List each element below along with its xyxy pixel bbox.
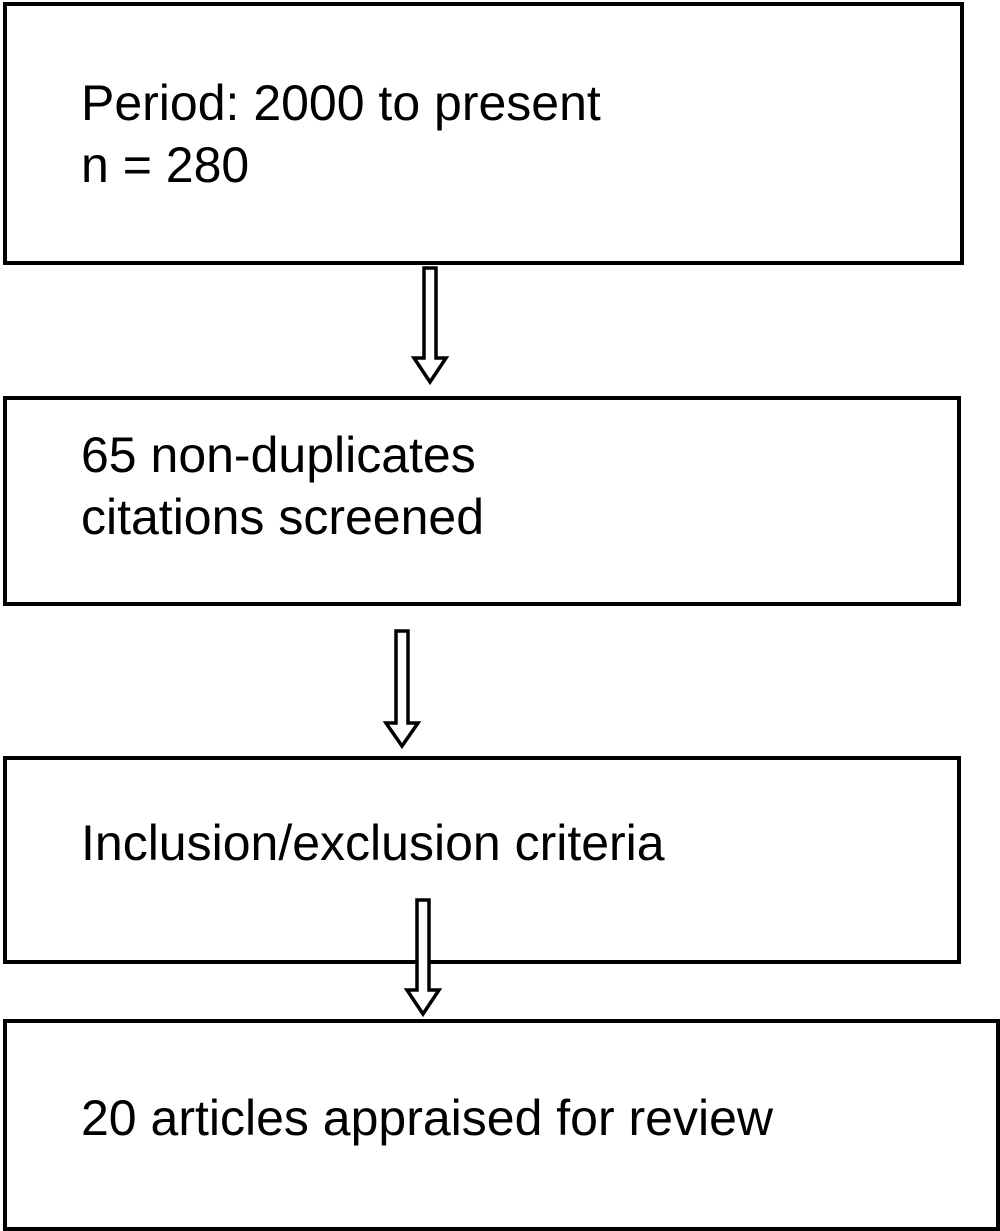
flow-step-appraisal-line-1: 20 articles appraised for review bbox=[81, 1090, 773, 1146]
flow-step-appraisal: 20 articles appraised for review bbox=[3, 1019, 1000, 1231]
flow-step-criteria-text: Inclusion/exclusion criteria bbox=[81, 812, 665, 874]
down-arrow-icon bbox=[410, 266, 450, 386]
flow-step-screening-text: 65 non-duplicates citations screened bbox=[81, 424, 484, 548]
down-arrow-icon bbox=[382, 629, 422, 750]
flow-step-screening-line-1: 65 non-duplicates bbox=[81, 427, 476, 483]
flow-step-criteria-line-1: Inclusion/exclusion criteria bbox=[81, 815, 665, 871]
flow-step-appraisal-text: 20 articles appraised for review bbox=[81, 1087, 773, 1149]
flow-step-period-text: Period: 2000 to present n = 280 bbox=[81, 72, 601, 196]
down-arrow-icon bbox=[403, 898, 443, 1018]
flow-step-screening: 65 non-duplicates citations screened bbox=[3, 396, 961, 606]
flow-step-criteria: Inclusion/exclusion criteria bbox=[3, 756, 961, 964]
flow-step-period: Period: 2000 to present n = 280 bbox=[3, 2, 964, 265]
flow-step-period-line-2: n = 280 bbox=[81, 137, 250, 193]
flow-step-period-line-1: Period: 2000 to present bbox=[81, 75, 601, 131]
flow-step-screening-line-2: citations screened bbox=[81, 489, 485, 545]
